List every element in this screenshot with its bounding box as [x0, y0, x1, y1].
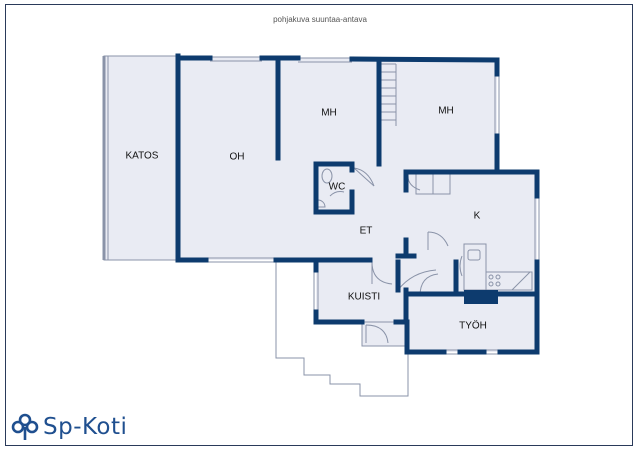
toilet: [321, 168, 333, 184]
windows: [206, 56, 540, 355]
katos-floor: [104, 56, 178, 260]
room-label-oh: OH: [229, 151, 245, 163]
room-label-kuisti: KUISTI: [347, 291, 381, 303]
drawing-frame: [5, 4, 633, 446]
entrance-step: [362, 322, 406, 346]
stairs: [380, 63, 397, 126]
fireplace: [464, 290, 498, 304]
shower: [317, 199, 326, 208]
plan-caption: pohjakuva suuntaa-antava: [273, 15, 367, 24]
room-label-tyoh: TYÖH: [459, 320, 487, 332]
room-label-et: ET: [359, 225, 373, 237]
sp-koti-logo: Sp-Koti: [10, 412, 127, 442]
sp-koti-tree-logo-icon: [11, 413, 39, 440]
room-label-k: K: [473, 210, 481, 222]
kitchen-counter-side: [485, 271, 533, 291]
house-floor: [178, 56, 537, 352]
light-outlines: [102, 55, 533, 397]
room-label-wc: WC: [328, 181, 346, 193]
terrace-outline: [275, 260, 409, 397]
logo-text: Sp-Koti: [43, 414, 128, 440]
floor-fills: [104, 56, 537, 352]
room-label-mh-1: MH: [321, 107, 337, 119]
sink: [467, 249, 481, 261]
room-label-mh-2: MH: [438, 105, 454, 117]
walls: [175, 53, 540, 355]
room-label-katos: KATOS: [125, 150, 159, 162]
